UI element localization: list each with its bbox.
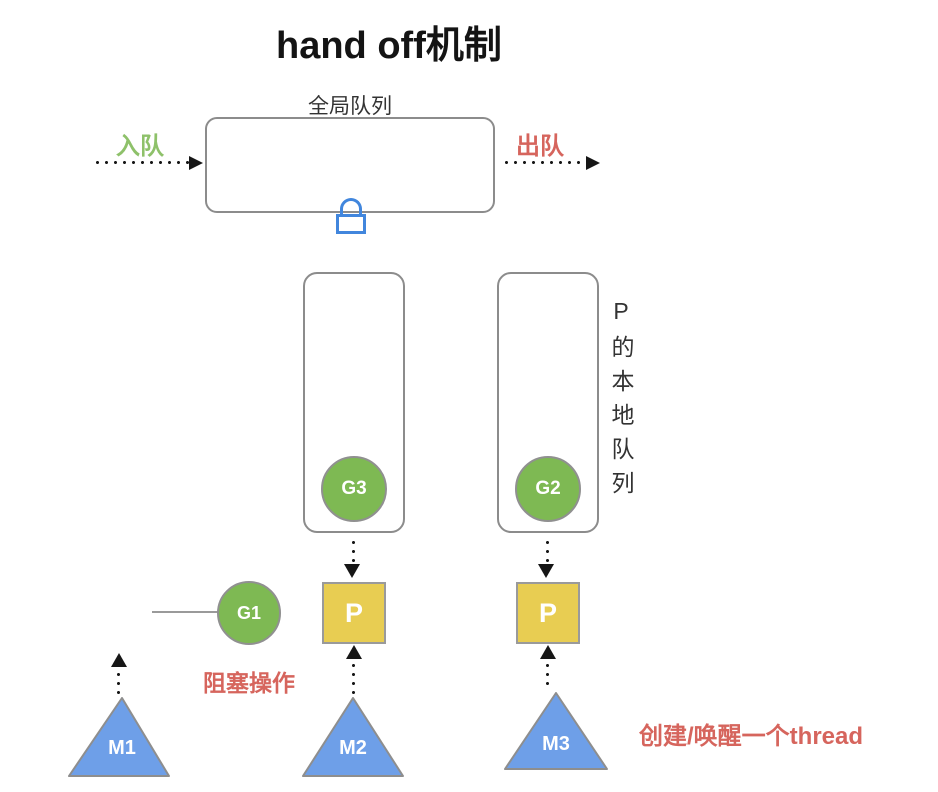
m1-up-line — [117, 670, 120, 694]
machine-m2-triangle — [302, 697, 404, 777]
dequeue-arrowhead-icon — [586, 156, 600, 170]
m1-up-arrowhead-icon — [111, 653, 127, 667]
queue-to-p-left-line — [352, 538, 355, 564]
m3-to-p-arrowhead-icon — [540, 645, 556, 659]
lock-body — [336, 214, 366, 234]
machine-m3-label: M3 — [542, 733, 570, 755]
dequeue-arrow-line — [502, 161, 586, 164]
processor-p-right-label: P — [538, 597, 557, 628]
goroutine-g3-label: G3 — [341, 478, 367, 499]
enqueue-arrowhead-icon — [189, 156, 203, 170]
lock-shackle — [340, 198, 362, 220]
global-queue-box — [205, 117, 495, 213]
queue-to-p-right-arrowhead-icon — [538, 564, 554, 578]
blocking-operation-label: 阻塞操作 — [203, 670, 295, 696]
processor-p-left-label: P — [344, 597, 363, 628]
m2-to-p-arrowhead-icon — [346, 645, 362, 659]
goroutine-g2-label: G2 — [535, 478, 561, 499]
enqueue-arrow-line — [93, 161, 189, 164]
processor-p-left: P — [322, 582, 386, 644]
page-title: hand off机制 — [276, 25, 502, 67]
queue-to-p-right-line — [546, 538, 549, 564]
machine-m1-label: M1 — [108, 737, 136, 759]
dequeue-label: 出队 — [516, 133, 564, 160]
g1-connector-line — [152, 611, 218, 613]
machine-m2-label: M2 — [339, 737, 367, 759]
global-queue-label: 全局队列 — [308, 95, 392, 118]
machine-m1-triangle — [68, 697, 170, 777]
m3-to-p-line — [546, 661, 549, 688]
goroutine-g1-label: G1 — [236, 602, 261, 623]
goroutine-g2: G2 — [515, 456, 581, 522]
thread-note-label: 创建/唤醒一个thread — [639, 723, 864, 750]
enqueue-label: 入队 — [116, 133, 164, 160]
queue-to-p-left-arrowhead-icon — [344, 564, 360, 578]
goroutine-g1: G1 — [217, 581, 281, 645]
machine-m3-triangle — [504, 692, 608, 770]
m2-to-p-line — [352, 661, 355, 694]
goroutine-g3: G3 — [321, 456, 387, 522]
lock-icon — [336, 198, 366, 235]
local-queue-side-label: P的本地队列 — [608, 298, 634, 505]
processor-p-right: P — [516, 582, 580, 644]
